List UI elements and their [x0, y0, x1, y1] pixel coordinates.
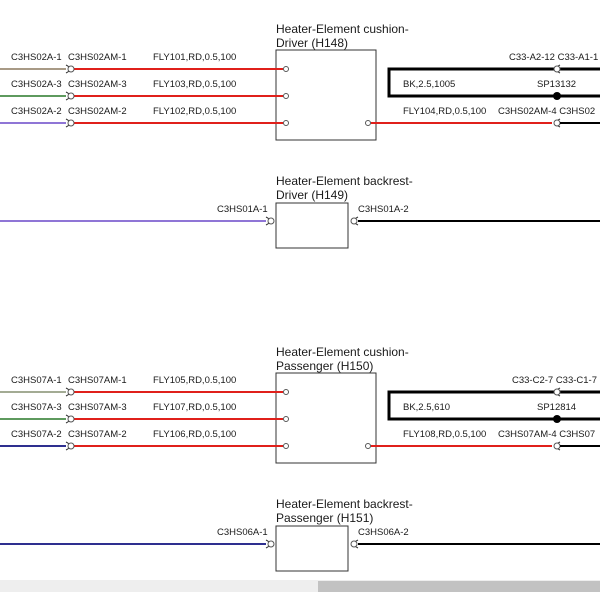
pin-icon[interactable] [267, 540, 275, 548]
wire-label: BK,2.5,1005 [403, 79, 455, 90]
component-title-h150-line2: Passenger (H150) [276, 359, 373, 373]
connector-label: C3HS07AM-3 [68, 402, 127, 413]
pin-icon[interactable] [67, 65, 75, 73]
splice-label: SP12814 [537, 402, 576, 413]
component-title-h148-line1: Heater-Element cushion- [276, 22, 409, 36]
wire-label: FLY101,RD,0.5,100 [153, 52, 236, 63]
wire-label: FLY107,RD,0.5,100 [153, 402, 236, 413]
connector-label: C3HS06A-2 [358, 527, 409, 538]
pin-icon[interactable] [67, 92, 75, 100]
connector-label: C3HS07AM-2 [68, 429, 127, 440]
splice-label: SP13132 [537, 79, 576, 90]
pin-icon[interactable] [67, 442, 75, 450]
component-title-h148-line2: Driver (H148) [276, 36, 348, 50]
component-box-h151[interactable] [275, 525, 349, 572]
pin-icon[interactable] [283, 66, 289, 72]
component-title-h150-line1: Heater-Element cushion- [276, 345, 409, 359]
pin-icon[interactable] [350, 217, 358, 225]
wire-label: FLY106,RD,0.5,100 [153, 429, 236, 440]
connector-label: C3HS07AM-4 C3HS07 [498, 429, 595, 440]
connector-label: C3HS02A-2 [11, 106, 62, 117]
component-title-h149-line2: Driver (H149) [276, 188, 348, 202]
component-h151: Heater-Element backrest- Passenger (H151… [0, 497, 600, 572]
horizontal-scrollbar-thumb[interactable] [318, 581, 600, 592]
pin-icon[interactable] [283, 389, 289, 395]
connector-label: C3HS02AM-2 [68, 106, 127, 117]
pin-icon[interactable] [283, 416, 289, 422]
component-h148: Heater-Element cushion- Driver (H148) C3… [0, 22, 600, 141]
pin-icon[interactable] [283, 443, 289, 449]
connector-label: C3HS01A-2 [358, 204, 409, 215]
pin-icon[interactable] [283, 120, 289, 126]
connector-label: C3HS02A-3 [11, 79, 62, 90]
connector-label: C3HS07A-2 [11, 429, 62, 440]
splice-icon[interactable] [553, 415, 561, 423]
component-title-h149-line1: Heater-Element backrest- [276, 174, 413, 188]
wire-label: FLY102,RD,0.5,100 [153, 106, 236, 117]
pin-icon[interactable] [67, 388, 75, 396]
connector-label: C3HS02AM-1 [68, 52, 127, 63]
pin-icon[interactable] [283, 93, 289, 99]
connector-label: C3HS07AM-1 [68, 375, 127, 386]
pin-icon[interactable] [365, 443, 371, 449]
pin-icon[interactable] [553, 65, 561, 73]
wire-black-ground-loop-h148[interactable] [387, 67, 600, 98]
connector-label: C3HS07A-1 [11, 375, 62, 386]
component-box-h148[interactable] [275, 49, 377, 141]
pin-icon[interactable] [365, 120, 371, 126]
component-box-h149[interactable] [275, 202, 349, 249]
pin-icon[interactable] [553, 442, 561, 450]
connector-label: C33-C2-7 C33-C1-7 [512, 375, 597, 386]
wire-label: FLY104,RD,0.5,100 [403, 106, 486, 117]
wire-label: FLY105,RD,0.5,100 [153, 375, 236, 386]
connector-label: C3HS07A-3 [11, 402, 62, 413]
connector-label: C3HS01A-1 [217, 204, 268, 215]
pin-icon[interactable] [553, 119, 561, 127]
component-title-h151-line2: Passenger (H151) [276, 511, 373, 525]
wire-black-ground-loop-h150[interactable] [387, 390, 600, 421]
wire-label: BK,2.5,610 [403, 402, 450, 413]
wire-label: FLY108,RD,0.5,100 [403, 429, 486, 440]
connector-label: C3HS02AM-3 [68, 79, 127, 90]
connector-label: C3HS02A-1 [11, 52, 62, 63]
pin-icon[interactable] [67, 119, 75, 127]
connector-label: C33-A2-12 C33-A1-1 [509, 52, 598, 63]
splice-icon[interactable] [553, 92, 561, 100]
pin-icon[interactable] [267, 217, 275, 225]
component-title-h151-line1: Heater-Element backrest- [276, 497, 413, 511]
pin-icon[interactable] [67, 415, 75, 423]
wire-label: FLY103,RD,0.5,100 [153, 79, 236, 90]
connector-label: C3HS02AM-4 C3HS02 [498, 106, 595, 117]
pin-icon[interactable] [350, 540, 358, 548]
pin-icon[interactable] [553, 388, 561, 396]
component-h149: Heater-Element backrest- Driver (H149) C… [0, 174, 600, 249]
connector-label: C3HS06A-1 [217, 527, 268, 538]
component-h150: Heater-Element cushion- Passenger (H150)… [0, 345, 600, 464]
component-box-h150[interactable] [275, 372, 377, 464]
